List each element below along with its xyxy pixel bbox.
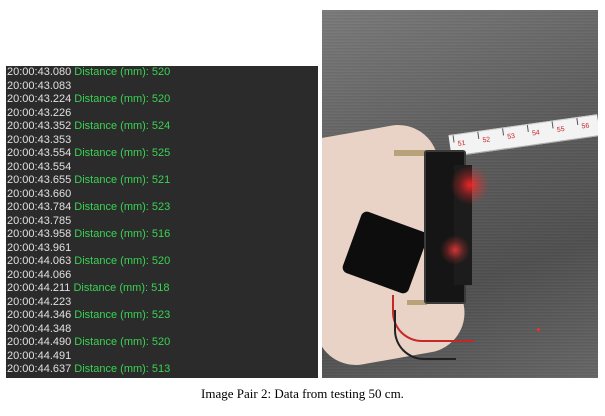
- header-pin-top: [394, 150, 426, 156]
- tape-number: 56: [581, 122, 590, 131]
- console-line: 20:00:43.655 Distance (mm): 521: [6, 174, 318, 188]
- console-line: 20:00:44.223: [6, 296, 318, 310]
- timestamp: 20:00:43.083: [7, 79, 72, 92]
- distance-reading: Distance (mm): 520: [74, 255, 171, 267]
- timestamp: 20:00:44.637: [7, 363, 72, 375]
- timestamp: 20:00:43.660: [7, 187, 72, 200]
- timestamp: 20:00:43.554: [7, 147, 72, 159]
- timestamp: 20:00:43.224: [7, 93, 72, 105]
- timestamp: 20:00:44.491: [7, 349, 72, 362]
- console-line: 20:00:43.660: [6, 188, 318, 202]
- timestamp: 20:00:44.348: [7, 322, 72, 335]
- console-line: 20:00:43.554: [6, 161, 318, 175]
- console-line: 20:00:44.348: [6, 323, 318, 337]
- console-line: 20:00:43.352 Distance (mm): 524: [6, 120, 318, 134]
- distance-reading: Distance (mm): 523: [74, 201, 171, 213]
- timestamp: 20:00:43.784: [7, 201, 72, 213]
- distance-reading: Distance (mm): 520: [74, 93, 171, 105]
- console-line: 20:00:44.211 Distance (mm): 518: [6, 282, 318, 296]
- distance-reading: Distance (mm): 520: [74, 336, 171, 348]
- timestamp: 20:00:43.352: [7, 120, 72, 132]
- timestamp: 20:00:43.226: [7, 106, 72, 119]
- timestamp: 20:00:44.223: [7, 295, 72, 308]
- console-line: 20:00:44.490 Distance (mm): 520: [6, 336, 318, 350]
- console-line: 20:00:44.491: [6, 350, 318, 364]
- tape-number: 55: [556, 125, 566, 134]
- timestamp: 20:00:43.958: [7, 228, 72, 240]
- timestamp: 20:00:44.063: [7, 255, 72, 267]
- timestamp: 20:00:43.554: [7, 160, 72, 173]
- timestamp: 20:00:44.490: [7, 336, 72, 348]
- distance-reading: Distance (mm): 513: [74, 363, 171, 375]
- timestamp: 20:00:44.346: [7, 309, 72, 321]
- tape-tick: [452, 135, 455, 143]
- console-line: 20:00:43.083: [6, 80, 318, 94]
- tape-number: 52: [482, 136, 491, 145]
- distance-reading: Distance (mm): 524: [74, 120, 171, 132]
- distance-reading: Distance (mm): 523: [74, 309, 171, 321]
- console-line: 20:00:43.784 Distance (mm): 523: [6, 201, 318, 215]
- timestamp: 20:00:43.785: [7, 214, 72, 227]
- timestamp: 20:00:43.655: [7, 174, 72, 186]
- distance-reading: Distance (mm): 521: [74, 174, 171, 186]
- console-line: 20:00:43.961: [6, 242, 318, 256]
- tape-tick: [526, 124, 529, 133]
- status-led-glow: [440, 235, 470, 265]
- distance-reading: Distance (mm): 518: [73, 282, 170, 294]
- console-line: 20:00:44.637 Distance (mm): 513: [6, 363, 318, 377]
- timestamp: 20:00:44.211: [7, 282, 71, 294]
- console-line: 20:00:43.353: [6, 134, 318, 148]
- timestamp: 20:00:43.353: [7, 133, 72, 146]
- distance-reading: Distance (mm): 520: [74, 66, 171, 78]
- console-line: 20:00:43.958 Distance (mm): 516: [6, 228, 318, 242]
- console-line: 20:00:43.554 Distance (mm): 525: [6, 147, 318, 161]
- figure-caption: Image Pair 2: Data from testing 50 cm.: [201, 386, 404, 401]
- distance-reading: Distance (mm): 516: [74, 228, 171, 240]
- console-line: 20:00:43.224 Distance (mm): 520: [6, 93, 318, 107]
- tape-number: 54: [531, 129, 541, 138]
- black-wire: [394, 310, 456, 360]
- distance-reading: Distance (mm): 525: [74, 147, 171, 159]
- tape-number: 53: [506, 132, 516, 141]
- timestamp: 20:00:44.066: [7, 268, 72, 281]
- test-photo: 51 52 53 54 55 56: [322, 10, 598, 378]
- tape-number: 51: [457, 139, 467, 148]
- tape-tick: [576, 118, 579, 126]
- tape-tick: [477, 131, 480, 139]
- timestamp: 20:00:43.961: [7, 241, 72, 254]
- console-line: 20:00:44.066: [6, 269, 318, 283]
- tape-tick: [502, 128, 505, 136]
- console-line: 20:00:43.226: [6, 107, 318, 121]
- console-line: 20:00:43.080 Distance (mm): 520: [6, 66, 318, 80]
- timestamp: 20:00:43.080: [7, 66, 72, 78]
- laser-dot: [537, 328, 540, 331]
- console-line: 20:00:44.063 Distance (mm): 520: [6, 255, 318, 269]
- console-line: 20:00:43.785: [6, 215, 318, 229]
- laser-sensor-glow: [450, 165, 490, 205]
- tape-tick: [551, 121, 554, 129]
- console-line: 20:00:44.346 Distance (mm): 523: [6, 309, 318, 323]
